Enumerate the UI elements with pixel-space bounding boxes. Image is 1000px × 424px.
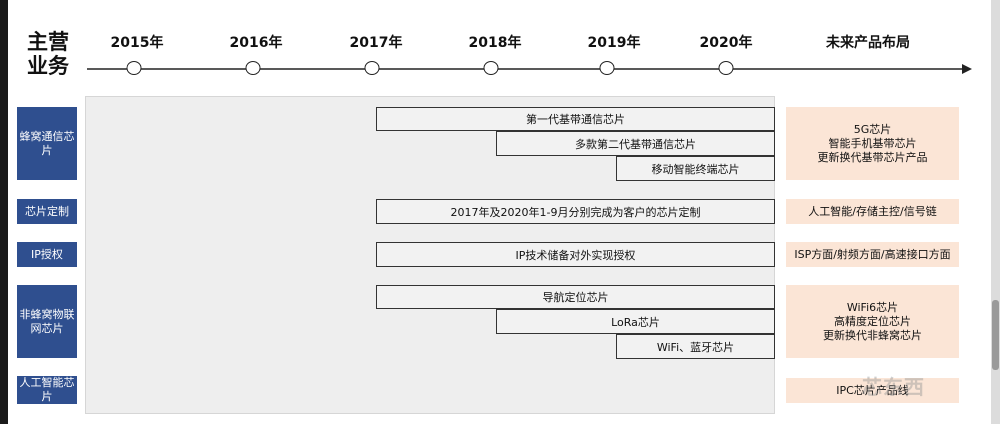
- bar-first-gen-baseband: 第一代基带通信芯片: [376, 107, 775, 131]
- left-frame-edge: [0, 0, 8, 424]
- timeline-marker-2020: [718, 61, 734, 75]
- scrollbar[interactable]: [991, 0, 1000, 424]
- row-label-cellular: 蜂窝通信芯片: [17, 107, 77, 180]
- bar-lora-chip: LoRa芯片: [496, 309, 775, 334]
- watermark: 芯东西: [862, 375, 925, 399]
- future-ai-chip: IPC芯片产品线: [786, 378, 959, 403]
- future-cellular: 5G芯片 智能手机基带芯片 更新换代基带芯片产品: [786, 107, 959, 180]
- bar-wifi-bluetooth-chip: WiFi、蓝牙芯片: [616, 334, 775, 359]
- year-2015: 2015年: [110, 35, 164, 51]
- future-ip-licensing: ISP方面/射频方面/高速接口方面: [786, 242, 959, 267]
- bar-mobile-terminal-chip: 移动智能终端芯片: [616, 156, 775, 181]
- row-label-ip-licensing: IP授权: [17, 242, 77, 267]
- timeline-marker-2019: [599, 61, 615, 75]
- future-non-cellular-iot: WiFi6芯片 高精度定位芯片 更新换代非蜂窝芯片: [786, 285, 959, 358]
- bar-second-gen-baseband: 多款第二代基带通信芯片: [496, 131, 775, 156]
- timeline-marker-2018: [483, 61, 499, 75]
- year-2019: 2019年: [587, 35, 641, 51]
- main-business-title: 主营 业务: [27, 30, 69, 78]
- year-2018: 2018年: [468, 35, 522, 51]
- scrollbar-thumb[interactable]: [992, 300, 999, 370]
- timeline-marker-2017: [364, 61, 380, 75]
- row-label-non-cellular-iot: 非蜂窝物联网芯片: [17, 285, 77, 358]
- timeline-marker-2015: [126, 61, 142, 75]
- bar-ip-licensing: IP技术储备对外实现授权: [376, 242, 775, 267]
- timeline-marker-2016: [245, 61, 261, 75]
- future-chip-customization: 人工智能/存储主控/信号链: [786, 199, 959, 224]
- bar-chip-customization: 2017年及2020年1-9月分别完成为客户的芯片定制: [376, 199, 775, 224]
- future-layout-header: 未来产品布局: [826, 35, 910, 51]
- row-label-chip-customization: 芯片定制: [17, 199, 77, 224]
- row-label-ai-chip: 人工智能芯片: [17, 376, 77, 404]
- year-2016: 2016年: [229, 35, 283, 51]
- year-2017: 2017年: [349, 35, 403, 51]
- year-2020: 2020年: [699, 35, 753, 51]
- timeline-axis: [87, 64, 972, 74]
- bar-navigation-chip: 导航定位芯片: [376, 285, 775, 309]
